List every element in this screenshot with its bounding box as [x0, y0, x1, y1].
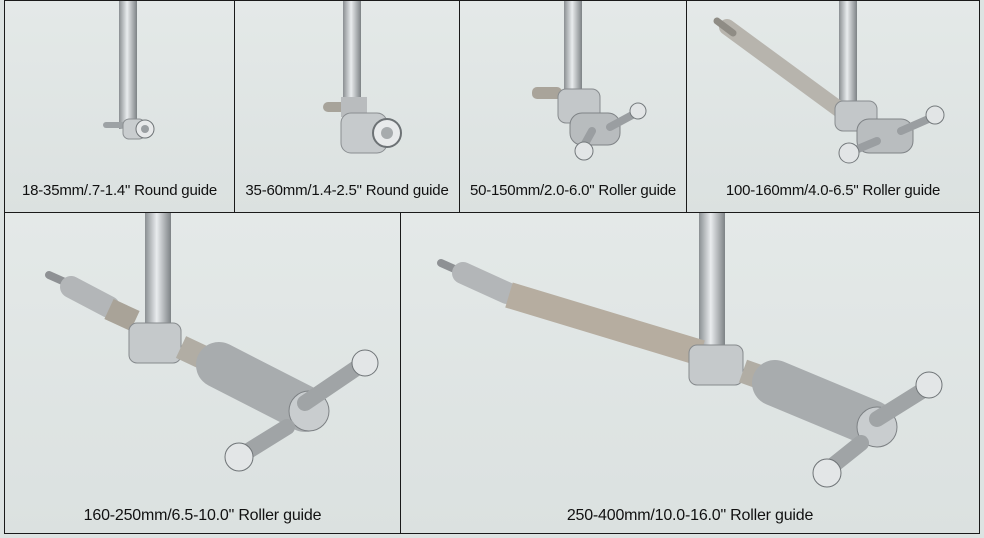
- caption-250-400: 250-400mm/10.0-16.0" Roller guide: [566, 507, 814, 524]
- product-tile-160-250: 160-250mm/6.5-10.0" Roller guide: [4, 212, 401, 534]
- caption-160-250: 160-250mm/6.5-10.0" Roller guide: [83, 507, 322, 524]
- product-tile-50-150: 50-150mm/2.0-6.0" Roller guide: [459, 0, 687, 213]
- product-tile-18-35: 18-35mm/.7-1.4" Round guide: [4, 0, 235, 213]
- roller-guide-250-400-image: [437, 213, 943, 488]
- product-tile-100-160: 100-160mm/4.0-6.5" Roller guide: [686, 0, 980, 213]
- product-tile-35-60: 35-60mm/1.4-2.5" Round guide: [234, 0, 460, 213]
- round-guide-medium-image: [323, 1, 402, 154]
- roller-guide-160-250-image: [45, 213, 379, 472]
- caption-100-160: 100-160mm/4.0-6.5" Roller guide: [725, 182, 941, 199]
- roller-guide-50-150-image: [532, 1, 647, 161]
- round-guide-small-image: [103, 1, 155, 140]
- caption-50-150: 50-150mm/2.0-6.0" Roller guide: [469, 182, 677, 199]
- caption-35-60: 35-60mm/1.4-2.5" Round guide: [245, 182, 449, 199]
- product-tile-250-400: 250-400mm/10.0-16.0" Roller guide: [400, 212, 980, 534]
- roller-guide-100-160-image: [713, 1, 945, 164]
- caption-18-35: 18-35mm/.7-1.4" Round guide: [21, 182, 218, 199]
